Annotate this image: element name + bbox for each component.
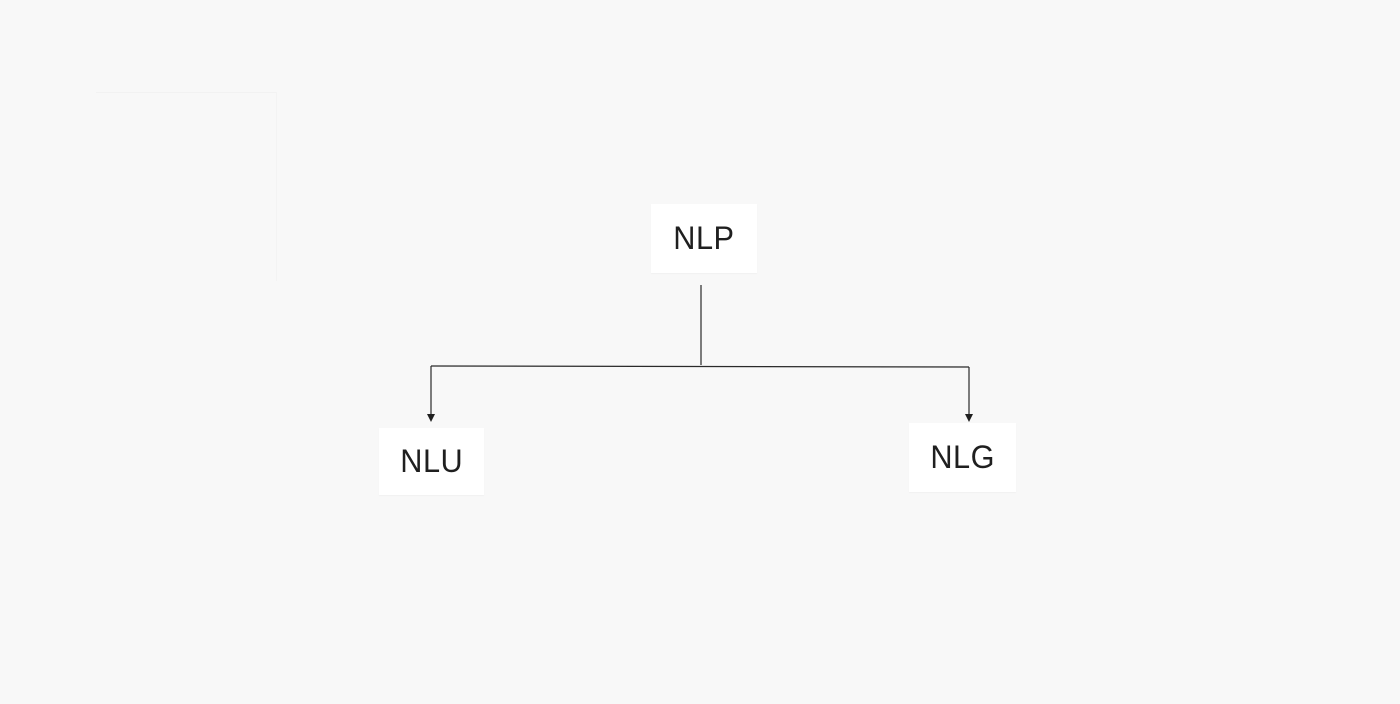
root-node-label: NLP [673, 220, 735, 256]
child-node-right-label: NLG [930, 439, 995, 475]
child-node-right: NLG [909, 423, 1016, 492]
root-node: NLP [651, 204, 757, 273]
faint-background-panel [96, 92, 277, 281]
child-node-left: NLU [379, 428, 484, 495]
branch-horizontal-line [430, 365, 970, 368]
child-node-left-label: NLU [400, 443, 463, 479]
